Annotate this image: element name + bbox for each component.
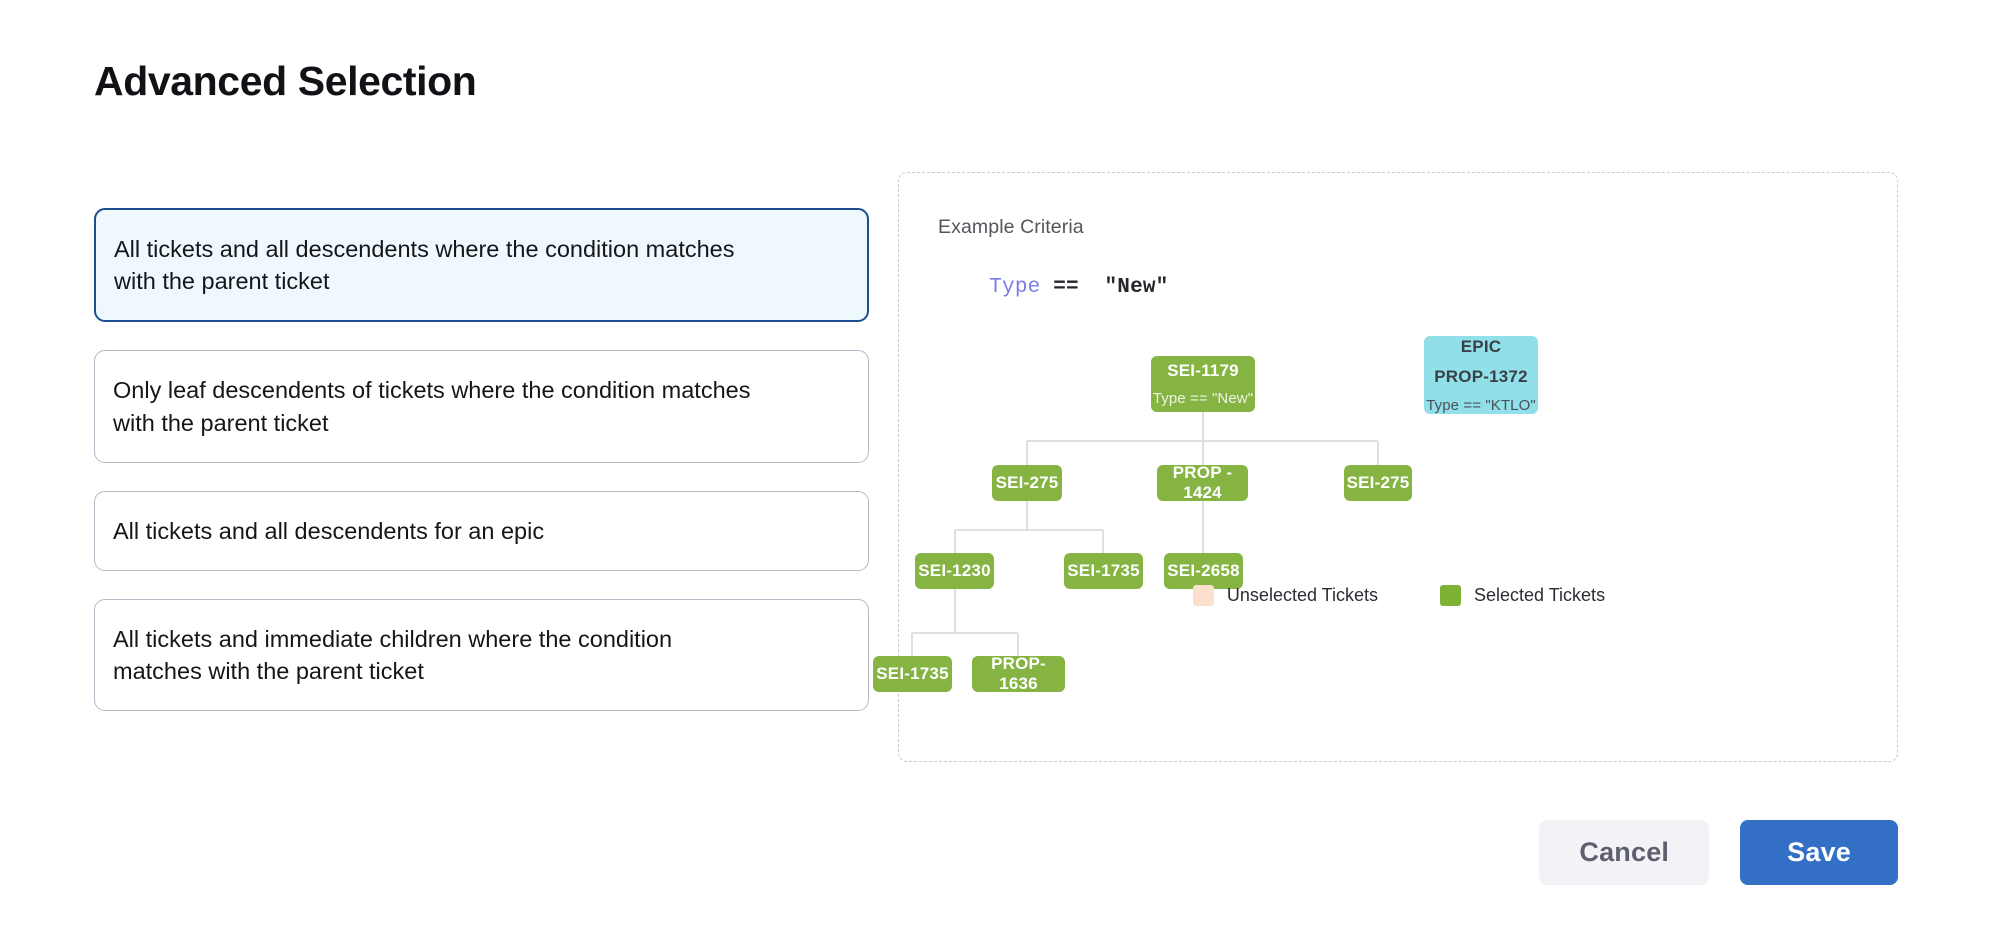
example-diagram-panel: Example Criteria Type == "New" (873, 172, 1899, 763)
node-title: SEI-1735 (876, 664, 949, 683)
tree-node-sei-1230[interactable]: SEI-1230 (915, 553, 994, 589)
tree-node-sei-1735-a[interactable]: SEI-1735 (1064, 553, 1143, 589)
tree-node-epic-prop-1372[interactable]: EPIC PROP-1372 Type == "KTLO" (1424, 336, 1538, 414)
node-subtitle: Type == "KTLO" (1426, 396, 1536, 414)
selection-options-list: All tickets and all descendents where th… (94, 208, 869, 739)
node-title: PROP-1636 (991, 654, 1046, 693)
page-title: Advanced Selection (94, 58, 477, 104)
node-subtitle: Type == "New" (1152, 390, 1254, 407)
option-label: Only leaf descendents of tickets where t… (113, 377, 751, 436)
node-title: SEI-1179 (1167, 361, 1239, 380)
save-button[interactable]: Save (1740, 820, 1898, 885)
legend-label: Unselected Tickets (1226, 585, 1378, 605)
cancel-button[interactable]: Cancel (1539, 820, 1710, 885)
node-title: EPIC (1460, 336, 1502, 356)
ticket-tree: SEI-1179 Type == "New" EPIC PROP-1372 Ty… (873, 173, 1899, 763)
legend-swatch-selected-icon (1440, 585, 1461, 606)
tree-node-prop-1636[interactable]: PROP-1636 (972, 654, 1065, 693)
node-title: SEI-1735 (1067, 561, 1140, 580)
criteria-value: "New" (1104, 276, 1169, 299)
tree-node-sei-2658[interactable]: SEI-2658 (1164, 553, 1243, 589)
option-label: All tickets and all descendents for an e… (113, 517, 545, 544)
option-card-all-descendents-epic[interactable]: All tickets and all descendents for an e… (94, 490, 869, 571)
option-card-all-descendents-condition[interactable]: All tickets and all descendents where th… (94, 208, 869, 323)
tree-connector-lines (911, 412, 1379, 656)
dialog-footer: Cancel Save (1539, 820, 1898, 885)
legend-swatch-unselected-icon (1192, 585, 1214, 606)
option-label: All tickets and immediate children where… (113, 625, 673, 685)
node-title: SEI-2658 (1167, 561, 1240, 580)
option-label: All tickets and all descendents where th… (114, 236, 735, 295)
node-title: SEI-275 (995, 473, 1059, 492)
node-title: PROP - 1424 (1172, 463, 1233, 502)
node-title: SEI-1230 (918, 561, 991, 580)
tree-node-prop-1424[interactable]: PROP - 1424 (1157, 463, 1248, 502)
criteria-label: Example Criteria (938, 216, 1084, 238)
criteria-field: Type (989, 276, 1041, 299)
tree-node-sei-1179[interactable]: SEI-1179 Type == "New" (1151, 356, 1255, 412)
legend-item-selected: Selected Tickets (1440, 585, 1605, 606)
tree-node-sei-275-a[interactable]: SEI-275 (992, 465, 1062, 501)
node-key: PROP-1372 (1434, 366, 1528, 386)
tree-node-sei-275-b[interactable]: SEI-275 (1344, 465, 1412, 501)
tree-node-sei-1735-b[interactable]: SEI-1735 (873, 656, 952, 692)
legend-label: Selected Tickets (1474, 585, 1606, 605)
option-card-immediate-children-condition[interactable]: All tickets and immediate children where… (94, 598, 869, 712)
node-title: SEI-275 (1346, 473, 1410, 492)
criteria-operator: == (1053, 276, 1079, 299)
option-card-leaf-descendents-condition[interactable]: Only leaf descendents of tickets where t… (94, 350, 869, 463)
diagram-legend: Unselected Tickets Selected Tickets (899, 585, 1899, 606)
criteria-expression: Type == "New" (938, 253, 1168, 322)
legend-item-unselected: Unselected Tickets (1192, 585, 1378, 606)
